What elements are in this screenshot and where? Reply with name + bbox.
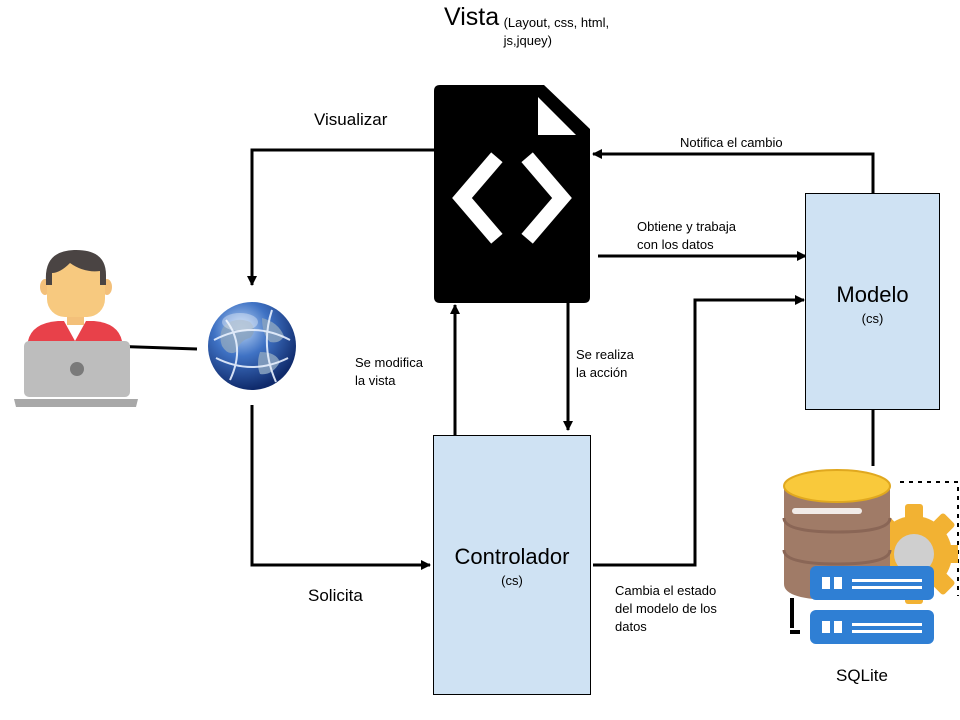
label-cambia: Cambia el estado del modelo de los datos xyxy=(615,583,717,634)
label-modifica: Se modifica la vista xyxy=(355,355,423,388)
label-solicita: Solicita xyxy=(308,586,363,605)
db-dashed-line xyxy=(900,481,959,596)
modelo-subtitle: (cs) xyxy=(861,311,884,326)
modelo-box: Modelo (cs) xyxy=(805,193,940,410)
label-realiza: Se realiza la acción xyxy=(576,347,634,380)
label-notifica: Notifica el cambio xyxy=(680,135,783,150)
edge-cambia xyxy=(593,295,805,567)
label-obtiene: Obtiene y trabaja con los datos xyxy=(637,219,737,252)
controlador-title: Controlador xyxy=(454,544,570,569)
controlador-box: Controlador (cs) xyxy=(433,435,591,695)
code-file-icon xyxy=(434,85,590,303)
controlador-subtitle: (cs) xyxy=(501,573,523,588)
user-at-laptop-icon xyxy=(14,249,138,407)
edge-notifica xyxy=(592,149,875,193)
globe-icon xyxy=(208,302,296,390)
vista-subtitle: (Layout, css, html, js,jquey) xyxy=(503,15,610,48)
label-visualizar: Visualizar xyxy=(314,110,388,129)
database-server-icon xyxy=(782,469,958,644)
label-sqlite: SQLite xyxy=(836,666,888,685)
modelo-title: Modelo xyxy=(836,282,909,307)
edge-visualizar xyxy=(247,148,435,286)
vista-title: Vista (Layout, css, html, js,jquey) xyxy=(444,5,654,50)
edge-solicita xyxy=(250,405,431,570)
